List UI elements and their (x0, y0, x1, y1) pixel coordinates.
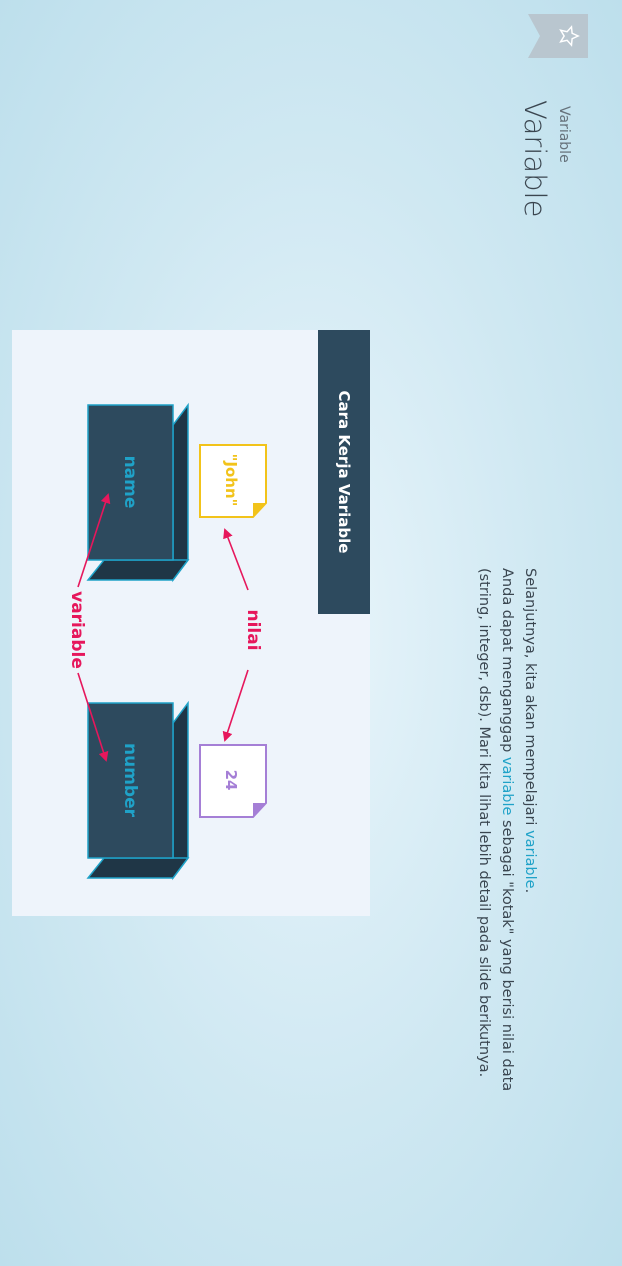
intro-line-3: (string, integer, dsb). Mari kita lihat … (476, 568, 492, 1078)
arrow-variable-number (77, 672, 109, 762)
nilai-caption: nilai (243, 609, 263, 650)
arrow-nilai-24 (222, 669, 249, 742)
intro-line-1: Selanjutnya, kita akan mempelajari varia… (518, 568, 541, 1208)
bookmark-star-icon[interactable] (528, 14, 588, 58)
variable-term: variable (499, 756, 515, 816)
variable-link[interactable]: variable (522, 830, 538, 889)
box2-label: number (120, 743, 140, 818)
page-title: Variable (518, 100, 552, 218)
intro-line-2-text: Anda dapat menganggap (499, 568, 515, 757)
diagram-art: name "John" number 24 nila (67, 402, 267, 881)
intro-line-1-text: Selanjutnya, kita akan mempelajari (522, 568, 538, 831)
variable-box-name: name (86, 402, 190, 583)
box1-value: "John" (222, 454, 240, 507)
value-note-john: "John" (199, 444, 267, 518)
variable-caption: variable (67, 591, 87, 669)
arrow-nilai-john (223, 528, 249, 591)
intro-line-2-end: sebagai "kotak" yang berisi nilai data (499, 815, 515, 1092)
arrow-variable-name (77, 493, 111, 588)
diagram-title: Cara Kerja Variable (318, 330, 370, 614)
intro-paragraph: Selanjutnya, kita akan mempelajari varia… (472, 568, 541, 1208)
variable-box-number: number (86, 700, 190, 881)
value-note-24: 24 (199, 744, 267, 818)
box1-label: name (120, 456, 140, 509)
variable-diagram: name "John" number 24 nila (12, 330, 370, 916)
intro-line-1-end: . (522, 888, 538, 894)
intro-line-2: Anda dapat menganggap variable sebagai "… (495, 568, 518, 1208)
box2-value: 24 (222, 770, 240, 791)
breadcrumb: Variable (556, 106, 572, 163)
